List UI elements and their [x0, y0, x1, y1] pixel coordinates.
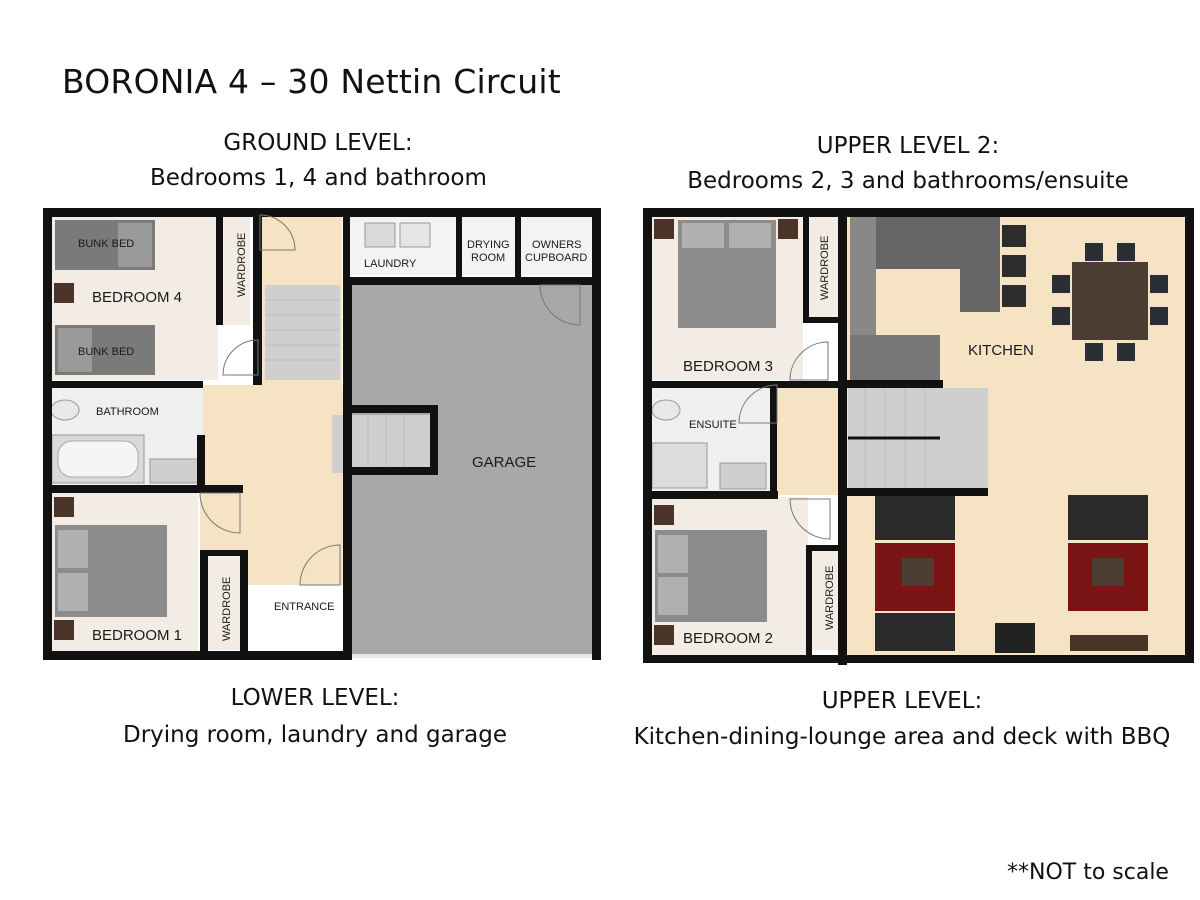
bunk-bed-top: [55, 220, 155, 270]
vanity-icon: [719, 462, 767, 490]
bunk-bed-bottom: [55, 325, 155, 375]
dining-table: [1052, 243, 1168, 361]
bedroom2-label: BEDROOM 2: [683, 630, 773, 647]
owners-cupboard-label-line2: CUPBOARD: [525, 252, 587, 264]
bath-icon: [51, 434, 145, 484]
double-bed-bedroom3: [678, 220, 776, 328]
kitchen-bench: [850, 217, 1000, 380]
upper-level-2-heading: UPPER LEVEL 2:: [816, 133, 1000, 159]
ground-stairs-upper: [265, 285, 340, 380]
door-swing: [738, 384, 778, 424]
wardrobe-top-floor: [220, 215, 250, 325]
hallway-floor: [775, 385, 845, 495]
entrance-label: ENTRANCE: [274, 601, 335, 613]
wardrobe-bottom-label: WARDROBE: [221, 577, 233, 641]
bedroom3-label: BEDROOM 3: [683, 358, 773, 375]
bedroom4-label: BEDROOM 4: [92, 289, 182, 306]
bar-stools: [1002, 225, 1026, 307]
upper-level-2-subheading: Bedrooms 2, 3 and bathrooms/ensuite: [687, 168, 1129, 194]
sink-icon: [399, 222, 431, 248]
double-bed-bedroom2: [655, 530, 767, 622]
ensuite-label: ENSUITE: [689, 419, 737, 431]
wardrobe-bottom-label: WARDROBE: [824, 566, 836, 630]
double-bed-bedroom1: [55, 525, 167, 617]
door-swing: [789, 341, 829, 381]
bedside-table-icon: [654, 625, 674, 645]
door-swing: [199, 492, 241, 534]
drying-room-label-line2: ROOM: [471, 252, 505, 264]
toilet-icon: [651, 399, 681, 421]
tv-unit-icon: [1070, 635, 1148, 651]
upper-level-heading: UPPER LEVEL:: [821, 688, 983, 714]
ground-floor-plan: BUNK BED BUNK BED BEDROOM 4 WARDROBE LAU…: [43, 208, 601, 660]
wardrobe-top-label: WARDROBE: [819, 236, 831, 300]
bedside-table-icon: [54, 620, 74, 640]
ground-walls: [43, 208, 601, 660]
door-swing: [789, 498, 831, 540]
vanity-icon: [149, 458, 199, 484]
upper-level-subheading: Kitchen-dining-lounge area and deck with…: [633, 724, 1171, 750]
lounge-right: [1068, 495, 1148, 611]
bedside-table-icon: [54, 283, 74, 303]
owners-cupboard-floor: [518, 215, 598, 275]
bedside-table-icon: [654, 219, 674, 239]
fireplace-icon: [995, 623, 1035, 653]
bathroom-label: BATHROOM: [96, 406, 159, 418]
bunk-bed-label-top: BUNK BED: [78, 238, 134, 250]
bunk-bed-label-bottom: BUNK BED: [78, 346, 134, 358]
laundry-label: LAUNDRY: [364, 258, 417, 270]
door-swing: [222, 339, 259, 376]
scale-note: **NOT to scale: [1007, 860, 1169, 885]
garage-door-swing: [539, 284, 581, 326]
wardrobe-top-label: WARDROBE: [236, 233, 248, 297]
bedside-table-icon: [654, 505, 674, 525]
lounge-left: [875, 495, 955, 651]
drying-room-label-line1: DRYING: [467, 239, 510, 251]
garage-door: [352, 654, 592, 658]
bedroom1-label: BEDROOM 1: [92, 627, 182, 644]
kitchen-label: KITCHEN: [968, 342, 1034, 359]
drying-room-floor: [460, 215, 515, 275]
wardrobe-bottom-floor: [205, 555, 240, 650]
lower-level-subheading: Drying room, laundry and garage: [123, 722, 507, 748]
washing-machine-icon: [364, 222, 396, 248]
lower-level-heading: LOWER LEVEL:: [230, 685, 400, 711]
shower-icon: [651, 442, 708, 489]
bedside-table-icon: [54, 497, 74, 517]
upper-walls: [643, 208, 1194, 665]
ground-level-heading: GROUND LEVEL:: [223, 130, 413, 156]
ground-level-subheading: Bedrooms 1, 4 and bathroom: [150, 165, 487, 191]
page-title: BORONIA 4 – 30 Nettin Circuit: [62, 62, 561, 101]
garage-label: GARAGE: [472, 454, 536, 471]
toilet-icon: [50, 399, 80, 421]
entrance-door-swing: [299, 544, 341, 586]
bedside-table-icon: [778, 219, 798, 239]
upper-floor-plan: BEDROOM 3 WARDROBE KITCHEN ENSUITE BEDRO…: [643, 208, 1194, 665]
wardrobe-top-floor: [805, 215, 840, 320]
upper-stairs: [848, 388, 988, 488]
wardrobe-bottom-floor: [808, 550, 843, 650]
door-swing: [259, 214, 296, 251]
owners-cupboard-label-line1: OWNERS: [532, 239, 582, 251]
